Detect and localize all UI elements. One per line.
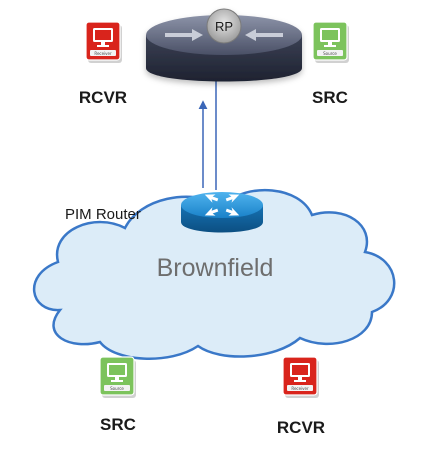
host-screen-text: Receiver [94, 51, 112, 56]
host-bottom-right: Receiver RCVR [277, 356, 325, 437]
rp-pim-links [198, 70, 217, 190]
source-computer-icon: Source [99, 356, 136, 398]
rp-router: RP [146, 8, 302, 82]
host-label-strip [90, 50, 116, 56]
host-label-strip [287, 385, 313, 391]
brownfield-cloud: Brownfield [32, 188, 396, 360]
host-top-right: Source SRC [312, 21, 349, 107]
rp-badge [206, 8, 242, 44]
monitor-screen [109, 365, 125, 375]
source-computer-icon: Source [312, 21, 349, 63]
host-label-strip [104, 385, 130, 391]
host-screen-text: Source [110, 386, 124, 391]
monitor-screen [322, 30, 338, 40]
pim-arrows-icon [204, 194, 240, 216]
host-bottom-left: Source SRC [99, 356, 136, 434]
rp-arrows-icon [165, 29, 283, 41]
host-top-right-label: SRC [312, 88, 348, 107]
host-screen-text: Receiver [291, 386, 309, 391]
monitor-screen [95, 30, 111, 40]
host-label-strip [317, 50, 343, 56]
pim-router-top [181, 192, 263, 218]
pim-router-label: PIM Router [65, 206, 141, 223]
host-top-left: Receiver RCVR [79, 21, 127, 107]
host-top-left-label: RCVR [79, 88, 127, 107]
monitor-screen [292, 365, 308, 375]
pim-router: PIM Router [65, 192, 263, 233]
receiver-computer-icon: Receiver [85, 21, 122, 63]
host-bottom-left-label: SRC [100, 415, 136, 434]
host-bottom-right-label: RCVR [277, 418, 325, 437]
rp-label: RP [215, 19, 233, 34]
host-screen-text: Source [323, 51, 337, 56]
cloud-label: Brownfield [157, 254, 274, 282]
receiver-computer-icon: Receiver [282, 356, 319, 398]
